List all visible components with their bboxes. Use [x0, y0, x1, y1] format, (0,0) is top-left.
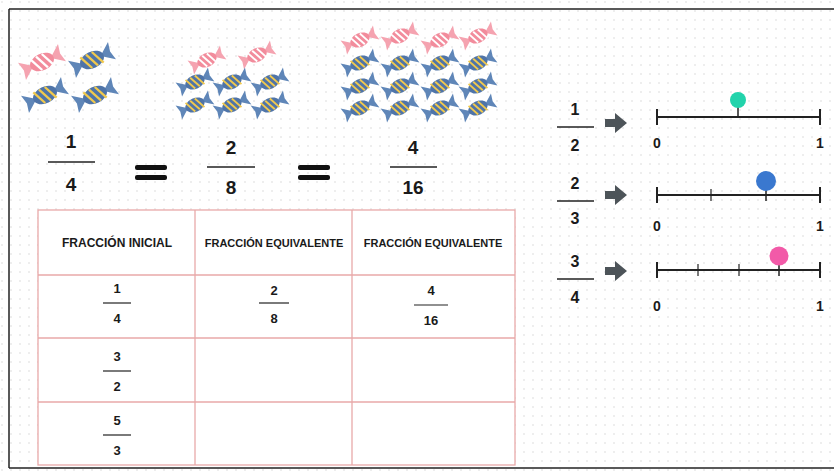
fraction-bars	[48, 162, 437, 167]
fraction-numeral: 1	[66, 132, 77, 151]
fraction-numeral: 4	[571, 290, 580, 306]
candy	[421, 72, 460, 101]
fraction-numeral: 4	[408, 138, 419, 157]
number-line	[657, 104, 820, 278]
candy	[459, 22, 498, 51]
table-header: FRACCIÓN EQUIVALENTE	[364, 238, 503, 249]
candy	[421, 94, 460, 123]
fraction-numeral: 4	[66, 175, 77, 194]
table-cell: 16	[424, 314, 438, 327]
candy	[213, 68, 252, 97]
candy-illustration	[18, 22, 497, 123]
fraction-numeral: 8	[226, 178, 237, 197]
pointer-arrow	[605, 113, 627, 281]
table-cell: 4	[113, 312, 120, 325]
candy	[381, 94, 420, 123]
axis-label: 1	[816, 136, 824, 150]
table-cell: 5	[113, 414, 120, 427]
candy	[21, 77, 69, 113]
fraction-bars	[103, 303, 448, 435]
fraction-bars	[557, 127, 594, 279]
axis-label: 1	[816, 299, 824, 313]
candy	[18, 44, 66, 80]
candy	[459, 49, 498, 78]
candy	[381, 72, 420, 101]
table-cell: 4	[427, 284, 434, 297]
table-cell: 3	[113, 444, 120, 457]
point-marker	[730, 92, 746, 108]
fraction-numeral: 1	[571, 102, 580, 118]
table-cell: 2	[270, 284, 277, 297]
candy	[213, 91, 252, 120]
frame	[9, 9, 834, 468]
candy	[71, 77, 119, 113]
candy	[421, 26, 460, 55]
candy	[341, 94, 380, 123]
table-header: FRACCIÓN EQUIVALENTE	[205, 238, 344, 249]
axis-label: 0	[653, 136, 661, 150]
candy	[381, 22, 420, 51]
table-cell: 1	[113, 282, 120, 295]
candy	[341, 26, 380, 55]
fraction-numeral: 2	[226, 138, 237, 157]
table-cell: 3	[113, 350, 120, 363]
candy	[176, 68, 215, 97]
candy	[341, 72, 380, 101]
fraction-numeral: 2	[571, 176, 580, 192]
fraction-numeral: 3	[571, 254, 580, 270]
candy	[459, 94, 498, 123]
candy	[68, 42, 116, 78]
candy	[459, 72, 498, 101]
point-marker	[770, 247, 789, 266]
candy	[421, 49, 460, 78]
fraction-numeral: 3	[571, 211, 580, 227]
axis-label: 0	[653, 299, 661, 313]
point-marker	[756, 171, 776, 191]
candy	[238, 41, 277, 70]
axis-label: 1	[816, 219, 824, 233]
table-grid	[38, 210, 515, 465]
table-cell: 8	[270, 312, 277, 325]
table-header: FRACCIÓN INICIAL	[62, 237, 172, 249]
candy	[251, 68, 290, 97]
candy	[251, 91, 290, 120]
axis-label: 0	[653, 219, 661, 233]
candy	[381, 49, 420, 78]
fraction-numeral: 2	[571, 138, 580, 154]
fraction-numeral: 16	[402, 178, 423, 197]
table-cell: 2	[113, 380, 120, 393]
candy	[341, 49, 380, 78]
candy	[176, 91, 215, 120]
